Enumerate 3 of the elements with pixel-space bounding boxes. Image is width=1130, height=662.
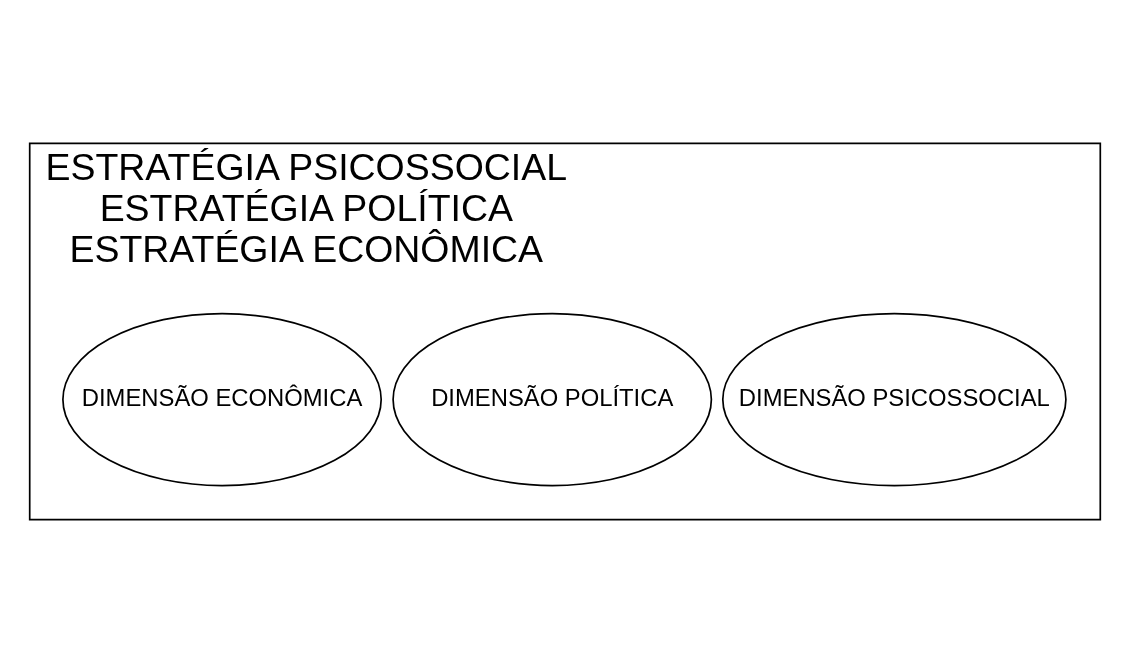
node-ellipse: DIMENSÃO POLÍTICA: [392, 312, 713, 486]
node-ellipse: DIMENSÃO PSICOSSOCIAL: [721, 312, 1067, 486]
node-ellipse: DIMENSÃO ECONÔMICA: [62, 312, 383, 486]
